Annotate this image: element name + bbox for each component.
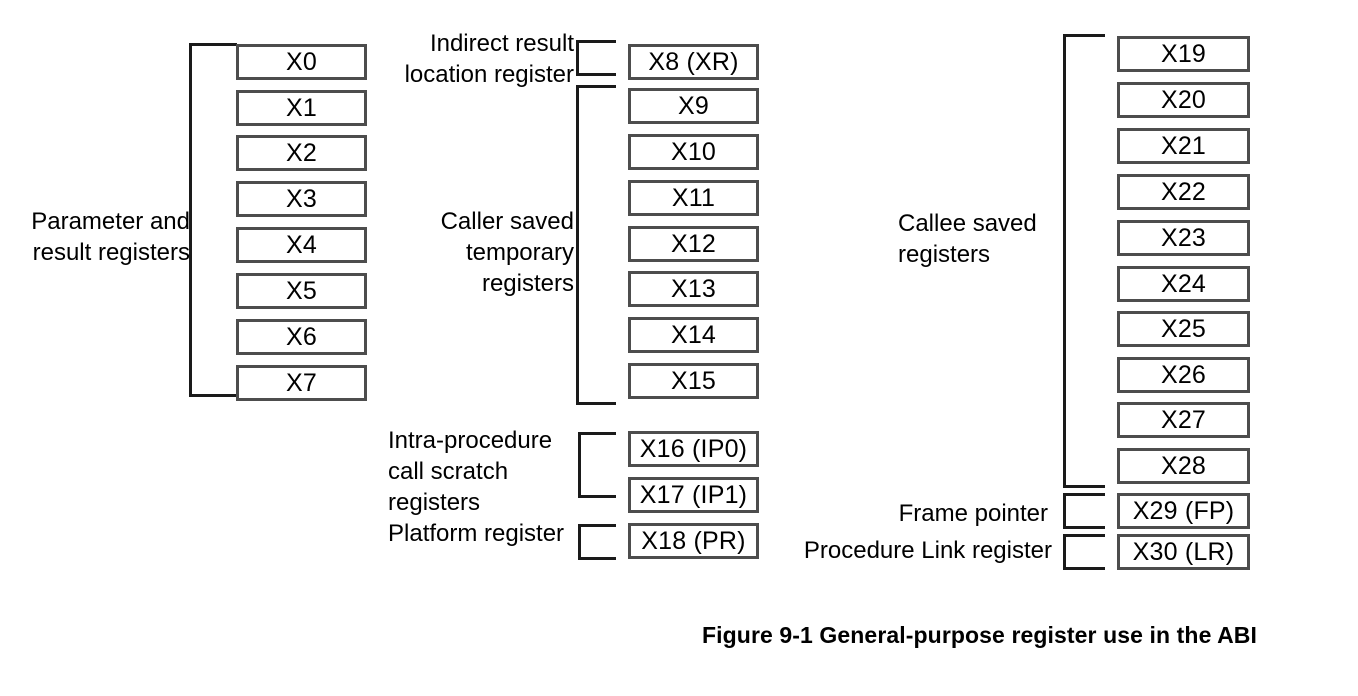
bracket-platform-register xyxy=(578,524,616,560)
register-label: X28 xyxy=(1160,451,1207,480)
register-box-x24[interactable]: X24 xyxy=(1117,266,1250,302)
register-label: X14 xyxy=(670,320,717,349)
register-label: X22 xyxy=(1160,177,1207,206)
group-label-procedure-link-register: Procedure Link register xyxy=(803,537,1052,564)
register-box-x29[interactable]: X29 (FP) xyxy=(1117,493,1250,529)
bracket-caller-saved-temporary-registers xyxy=(576,85,616,405)
group-label-intra-procedure-call-scratch-registers: Intra-procedure call scratch registers xyxy=(388,427,553,516)
register-box-x10[interactable]: X10 xyxy=(628,134,759,170)
register-box-x30[interactable]: X30 (LR) xyxy=(1117,534,1250,570)
register-box-x16[interactable]: X16 (IP0) xyxy=(628,431,759,467)
register-label: X18 (PR) xyxy=(641,526,746,555)
bracket-intra-procedure-call-scratch-registers xyxy=(578,432,616,498)
register-label: X10 xyxy=(670,137,717,166)
register-label: X27 xyxy=(1160,405,1207,434)
register-box-x28[interactable]: X28 xyxy=(1117,448,1250,484)
register-box-x17[interactable]: X17 (IP1) xyxy=(628,477,759,513)
register-label: X19 xyxy=(1160,39,1207,68)
register-box-x26[interactable]: X26 xyxy=(1117,357,1250,393)
group-label-parameter-and-result-registers: Parameter and result registers xyxy=(31,208,190,266)
register-box-x3[interactable]: X3 xyxy=(236,181,367,217)
register-label: X24 xyxy=(1160,269,1207,298)
register-box-x22[interactable]: X22 xyxy=(1117,174,1250,210)
register-label: X16 (IP0) xyxy=(639,434,748,463)
register-box-x27[interactable]: X27 xyxy=(1117,402,1250,438)
register-label: X25 xyxy=(1160,314,1207,343)
register-box-x18[interactable]: X18 (PR) xyxy=(628,523,759,559)
register-box-x25[interactable]: X25 xyxy=(1117,311,1250,347)
register-label: X20 xyxy=(1160,85,1207,114)
register-box-x1[interactable]: X1 xyxy=(236,90,367,126)
register-box-x13[interactable]: X13 xyxy=(628,271,759,307)
register-box-x12[interactable]: X12 xyxy=(628,226,759,262)
register-box-x9[interactable]: X9 xyxy=(628,88,759,124)
register-label: X3 xyxy=(286,184,317,213)
register-box-x2[interactable]: X2 xyxy=(236,135,367,171)
register-box-x14[interactable]: X14 xyxy=(628,317,759,353)
group-label-indirect-result-location-register: Indirect result location register xyxy=(404,30,574,88)
group-label-frame-pointer: Frame pointer xyxy=(898,500,1048,527)
register-label: X2 xyxy=(286,138,317,167)
register-box-x19[interactable]: X19 xyxy=(1117,36,1250,72)
register-box-x5[interactable]: X5 xyxy=(236,273,367,309)
register-label: X9 xyxy=(678,91,709,120)
register-box-x7[interactable]: X7 xyxy=(236,365,367,401)
bracket-frame-pointer xyxy=(1063,493,1105,529)
register-label: X17 (IP1) xyxy=(639,480,748,509)
register-label: X23 xyxy=(1160,223,1207,252)
group-label-caller-saved-temporary-registers: Caller saved temporary registers xyxy=(440,208,574,297)
register-label: X13 xyxy=(670,274,717,303)
group-label-platform-register: Platform register xyxy=(388,520,565,547)
register-box-x20[interactable]: X20 xyxy=(1117,82,1250,118)
bracket-indirect-result-location-register xyxy=(576,40,616,76)
register-label: X26 xyxy=(1160,360,1207,389)
register-box-x15[interactable]: X15 xyxy=(628,363,759,399)
register-label: X5 xyxy=(286,276,317,305)
register-box-x0[interactable]: X0 xyxy=(236,44,367,80)
register-box-x11[interactable]: X11 xyxy=(628,180,759,216)
register-label: X12 xyxy=(670,229,717,258)
figure-caption: Figure 9-1 General-purpose register use … xyxy=(702,622,1258,648)
register-label: X29 (FP) xyxy=(1132,496,1235,525)
register-label: X6 xyxy=(286,322,317,351)
register-label: X7 xyxy=(286,368,317,397)
register-label: X15 xyxy=(670,366,717,395)
register-box-x6[interactable]: X6 xyxy=(236,319,367,355)
register-label: X1 xyxy=(286,93,317,122)
bracket-parameter-and-result-registers xyxy=(189,43,237,397)
register-label: X4 xyxy=(286,230,317,259)
bracket-procedure-link-register xyxy=(1063,534,1105,570)
register-label: X30 (LR) xyxy=(1132,537,1235,566)
register-box-x21[interactable]: X21 xyxy=(1117,128,1250,164)
register-label: X21 xyxy=(1160,131,1207,160)
register-box-x4[interactable]: X4 xyxy=(236,227,367,263)
register-box-x23[interactable]: X23 xyxy=(1117,220,1250,256)
register-label: X11 xyxy=(671,183,716,212)
group-label-callee-saved-registers: Callee saved registers xyxy=(898,210,1037,268)
register-box-x8[interactable]: X8 (XR) xyxy=(628,44,759,80)
register-label: X0 xyxy=(286,47,317,76)
register-label: X8 (XR) xyxy=(648,47,739,76)
